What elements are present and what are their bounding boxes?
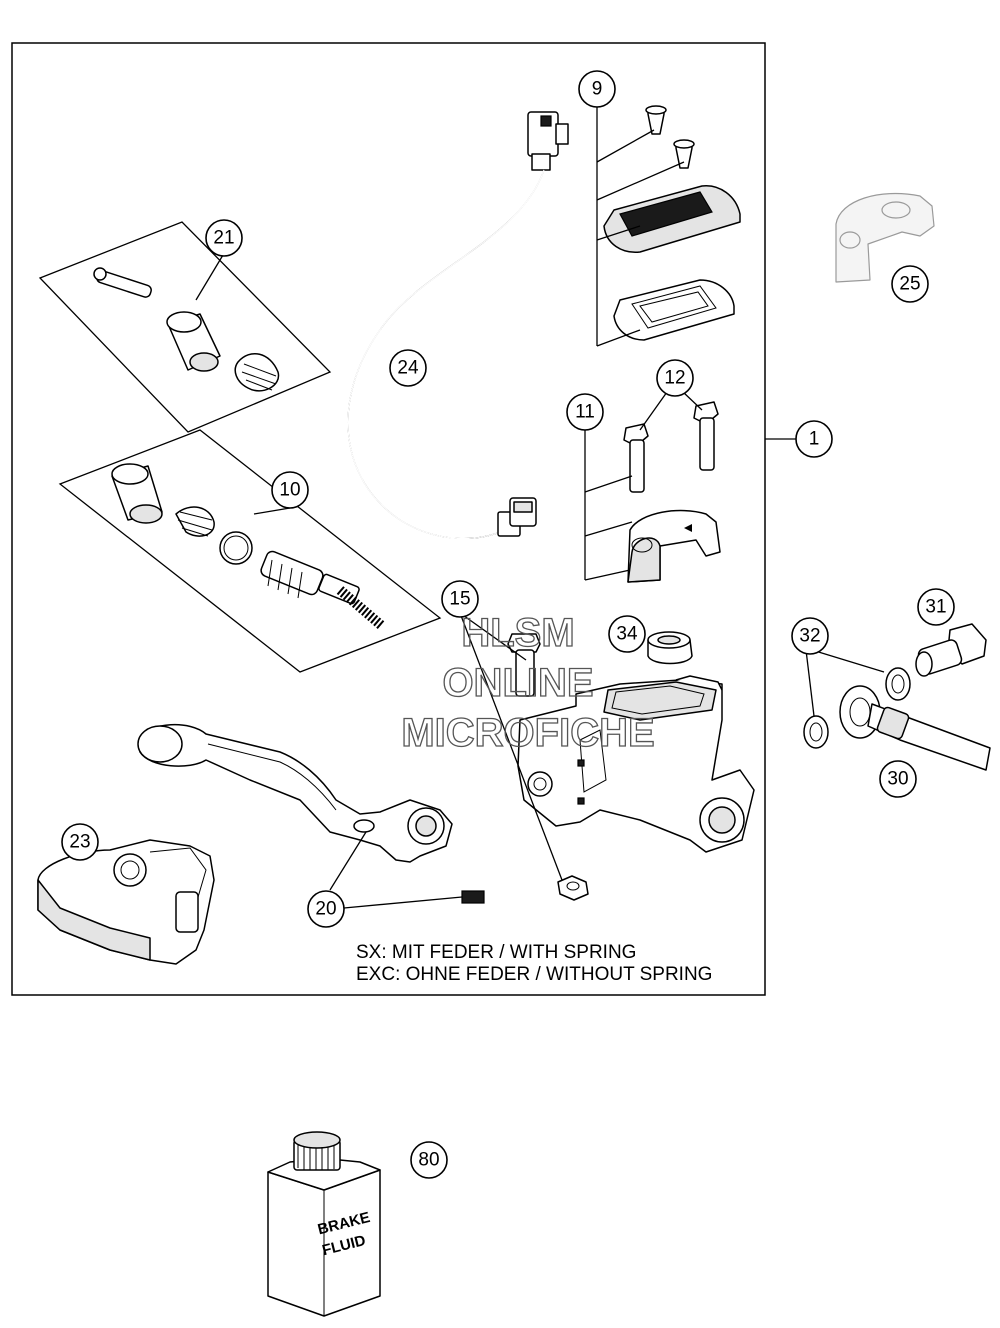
part-34-seal-cap	[647, 631, 693, 665]
assembly-frame	[11, 42, 766, 996]
callout-21: 21	[205, 219, 243, 257]
watermark: HLSM ONLINE MICROFICHE	[401, 610, 656, 755]
svg-text:1: 1	[809, 429, 820, 450]
part-23-hand-guard-cover	[37, 839, 215, 965]
part-25-handlebar-clamp	[835, 192, 935, 283]
watermark-line2: ONLINE	[442, 661, 593, 705]
svg-text:11: 11	[575, 402, 595, 423]
callout-11: 11	[566, 393, 604, 431]
callout-24: 24	[389, 349, 427, 387]
callout-12: 12	[656, 359, 694, 397]
callout-25: 25	[891, 265, 929, 303]
callout-80: 80	[410, 1141, 448, 1179]
svg-text:24: 24	[397, 358, 419, 379]
part-21-piston-kit-panel	[38, 221, 332, 433]
callout-20: 20	[307, 890, 345, 928]
svg-text:12: 12	[664, 368, 685, 389]
svg-text:34: 34	[616, 624, 638, 645]
callout-32: 32	[791, 617, 829, 655]
part-1-master-cylinder	[517, 675, 755, 853]
watermark-line3: MICROFICHE	[401, 711, 654, 755]
spring-note: SX: MIT FEDER / WITH SPRING EXC: OHNE FE…	[356, 942, 712, 985]
callout-1: 1	[795, 420, 833, 458]
svg-text:21: 21	[213, 228, 234, 249]
svg-text:10: 10	[279, 480, 300, 501]
part-80-brake-fluid-bottle: BRAKE FLUID	[267, 1131, 381, 1317]
watermark-line1: HLSM	[461, 611, 574, 655]
part-15-pivot-bolt-and-nut	[507, 633, 589, 901]
svg-text:31: 31	[925, 597, 946, 618]
part-10-piston-spring-panel	[58, 429, 442, 673]
callout-15: 15	[441, 580, 479, 618]
svg-text:20: 20	[315, 899, 336, 920]
svg-text:32: 32	[799, 626, 820, 647]
callout-30: 30	[879, 760, 917, 798]
callout-31: 31	[917, 588, 955, 626]
callout-23: 23	[61, 823, 99, 861]
callout-10: 10	[271, 471, 309, 509]
leader-lines	[195, 106, 885, 909]
svg-text:23: 23	[69, 832, 90, 853]
part-24-brake-light-switch-cable	[347, 111, 569, 540]
callout-34: 34	[608, 615, 646, 653]
svg-text:25: 25	[899, 274, 920, 295]
svg-text:80: 80	[418, 1150, 439, 1171]
part-31-banjo-bolt	[915, 623, 987, 677]
part-11-12-clamp-and-bolts	[623, 401, 721, 583]
part-20-brake-lever	[137, 723, 485, 904]
part-32-sealing-washers	[803, 667, 911, 749]
part-9-reservoir-cover-group	[603, 105, 741, 341]
spring-note-line2: EXC: OHNE FEDER / WITHOUT SPRING	[356, 964, 712, 985]
svg-text:30: 30	[887, 769, 908, 790]
spring-note-line1: SX: MIT FEDER / WITH SPRING	[356, 942, 636, 963]
part-30-brake-hose	[839, 685, 991, 771]
svg-text:9: 9	[592, 79, 603, 100]
callout-9: 9	[578, 70, 616, 108]
svg-text:15: 15	[449, 589, 470, 610]
